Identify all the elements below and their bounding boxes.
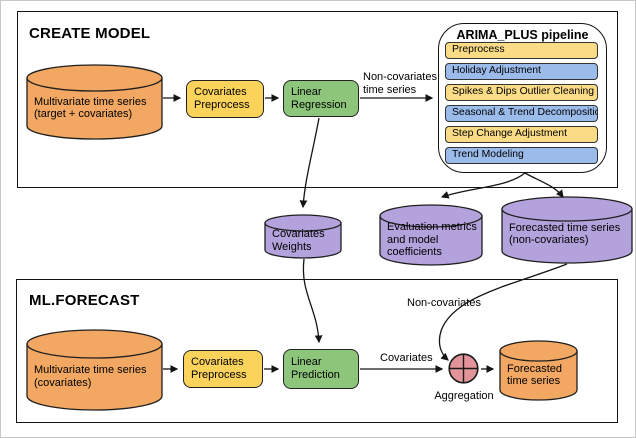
db-label-line2: and model — [387, 233, 439, 246]
label-line2: time series — [363, 84, 417, 96]
covariates-arrow-label: Covariates — [380, 352, 433, 364]
cylinder-shape — [501, 196, 633, 264]
db-label-line1: Forecasted time series — [509, 221, 621, 234]
box-label-line2: Preprocess — [191, 369, 247, 381]
linear-regression-box: Linear Regression — [283, 80, 359, 117]
aggregation-label: Aggregation — [434, 390, 494, 402]
cylinder-shape — [264, 214, 342, 259]
db-label-line3: coefficients — [387, 246, 442, 259]
pipeline-step-preprocess: Preprocess — [445, 42, 598, 59]
db-label-line2: (target + covariates) — [34, 108, 133, 120]
db-forecasted-timeseries: Forecasted time series — [499, 340, 578, 401]
db-label-line1: Covariates — [272, 228, 325, 240]
covariates-preprocess-bottom: Covariates Preprocess — [183, 350, 263, 388]
db-label: Evaluation metrics and model coefficient… — [379, 204, 483, 266]
db-label-line1: Evaluation metrics — [387, 221, 477, 234]
create-model-title: CREATE MODEL — [29, 25, 151, 42]
box-label-line1: Linear — [291, 356, 322, 368]
pipeline-step-seasonal-trend: Seasonal & Trend Decomposition — [445, 105, 598, 122]
noncovariates-arrow-label: Non-covariates — [407, 297, 481, 309]
db-evaluation-metrics: Evaluation metrics and model coefficient… — [379, 204, 483, 266]
box-label-line1: Covariates — [191, 356, 244, 368]
label-line1: Non-covariates — [363, 71, 437, 83]
pipeline-step-holiday-adjustment: Holiday Adjustment — [445, 63, 598, 80]
box-label-line2: Regression — [291, 98, 347, 111]
db-label: Multivariate time series (target + covar… — [26, 64, 163, 140]
db-label-line1: Forecasted — [507, 362, 563, 375]
db-label-line2: (covariates) — [34, 376, 92, 389]
arima-plus-pipeline: ARIMA_PLUS pipeline Preprocess Holiday A… — [438, 23, 607, 173]
cylinder-shape — [379, 204, 483, 266]
noncovariates-timeseries-label: Non-covariates time series — [363, 71, 437, 97]
db-label-line1: Multivariate time series — [34, 95, 147, 108]
db-label-line2: Weights — [272, 240, 312, 253]
cylinder-shape — [26, 329, 163, 411]
ml-forecast-title: ML.FORECAST — [29, 292, 140, 309]
db-multivariate-target-covariates: Multivariate time series (target + covar… — [26, 64, 163, 140]
pipeline-step-trend-modeling: Trend Modeling — [445, 147, 598, 164]
db-label: Multivariate time series (covariates) — [26, 329, 163, 411]
box-label-line1: Covariates — [194, 86, 247, 98]
db-label-line2: time series — [507, 375, 561, 387]
covariates-preprocess-top: Covariates Preprocess — [186, 80, 264, 118]
db-multivariate-covariates: Multivariate time series (covariates) — [26, 329, 163, 411]
cylinder-shape — [26, 64, 163, 140]
db-forecasted-noncovariates: Forecasted time series (non-covariates) — [501, 196, 633, 264]
linear-prediction-box: Linear Prediction — [283, 349, 359, 389]
pipeline-step-step-change: Step Change Adjustment — [445, 126, 598, 143]
box-label-line2: Prediction — [291, 369, 340, 381]
aggregation-node — [447, 352, 480, 385]
pipeline-step-spikes-dips: Spikes & Dips Outlier Cleaning — [445, 84, 598, 101]
db-label: Covariates Weights — [264, 214, 342, 259]
db-label-line1: Multivariate time series — [34, 364, 147, 376]
db-label-line2: (non-covariates) — [509, 234, 589, 246]
db-label: Forecasted time series (non-covariates) — [501, 196, 633, 264]
box-label-line2: Preprocess — [194, 99, 250, 111]
circle-plus-icon — [448, 353, 479, 384]
box-label-line1: Linear — [291, 85, 322, 98]
pipeline-title: ARIMA_PLUS pipeline — [456, 28, 589, 42]
db-label: Forecasted time series — [499, 340, 578, 401]
db-covariates-weights: Covariates Weights — [264, 214, 342, 259]
